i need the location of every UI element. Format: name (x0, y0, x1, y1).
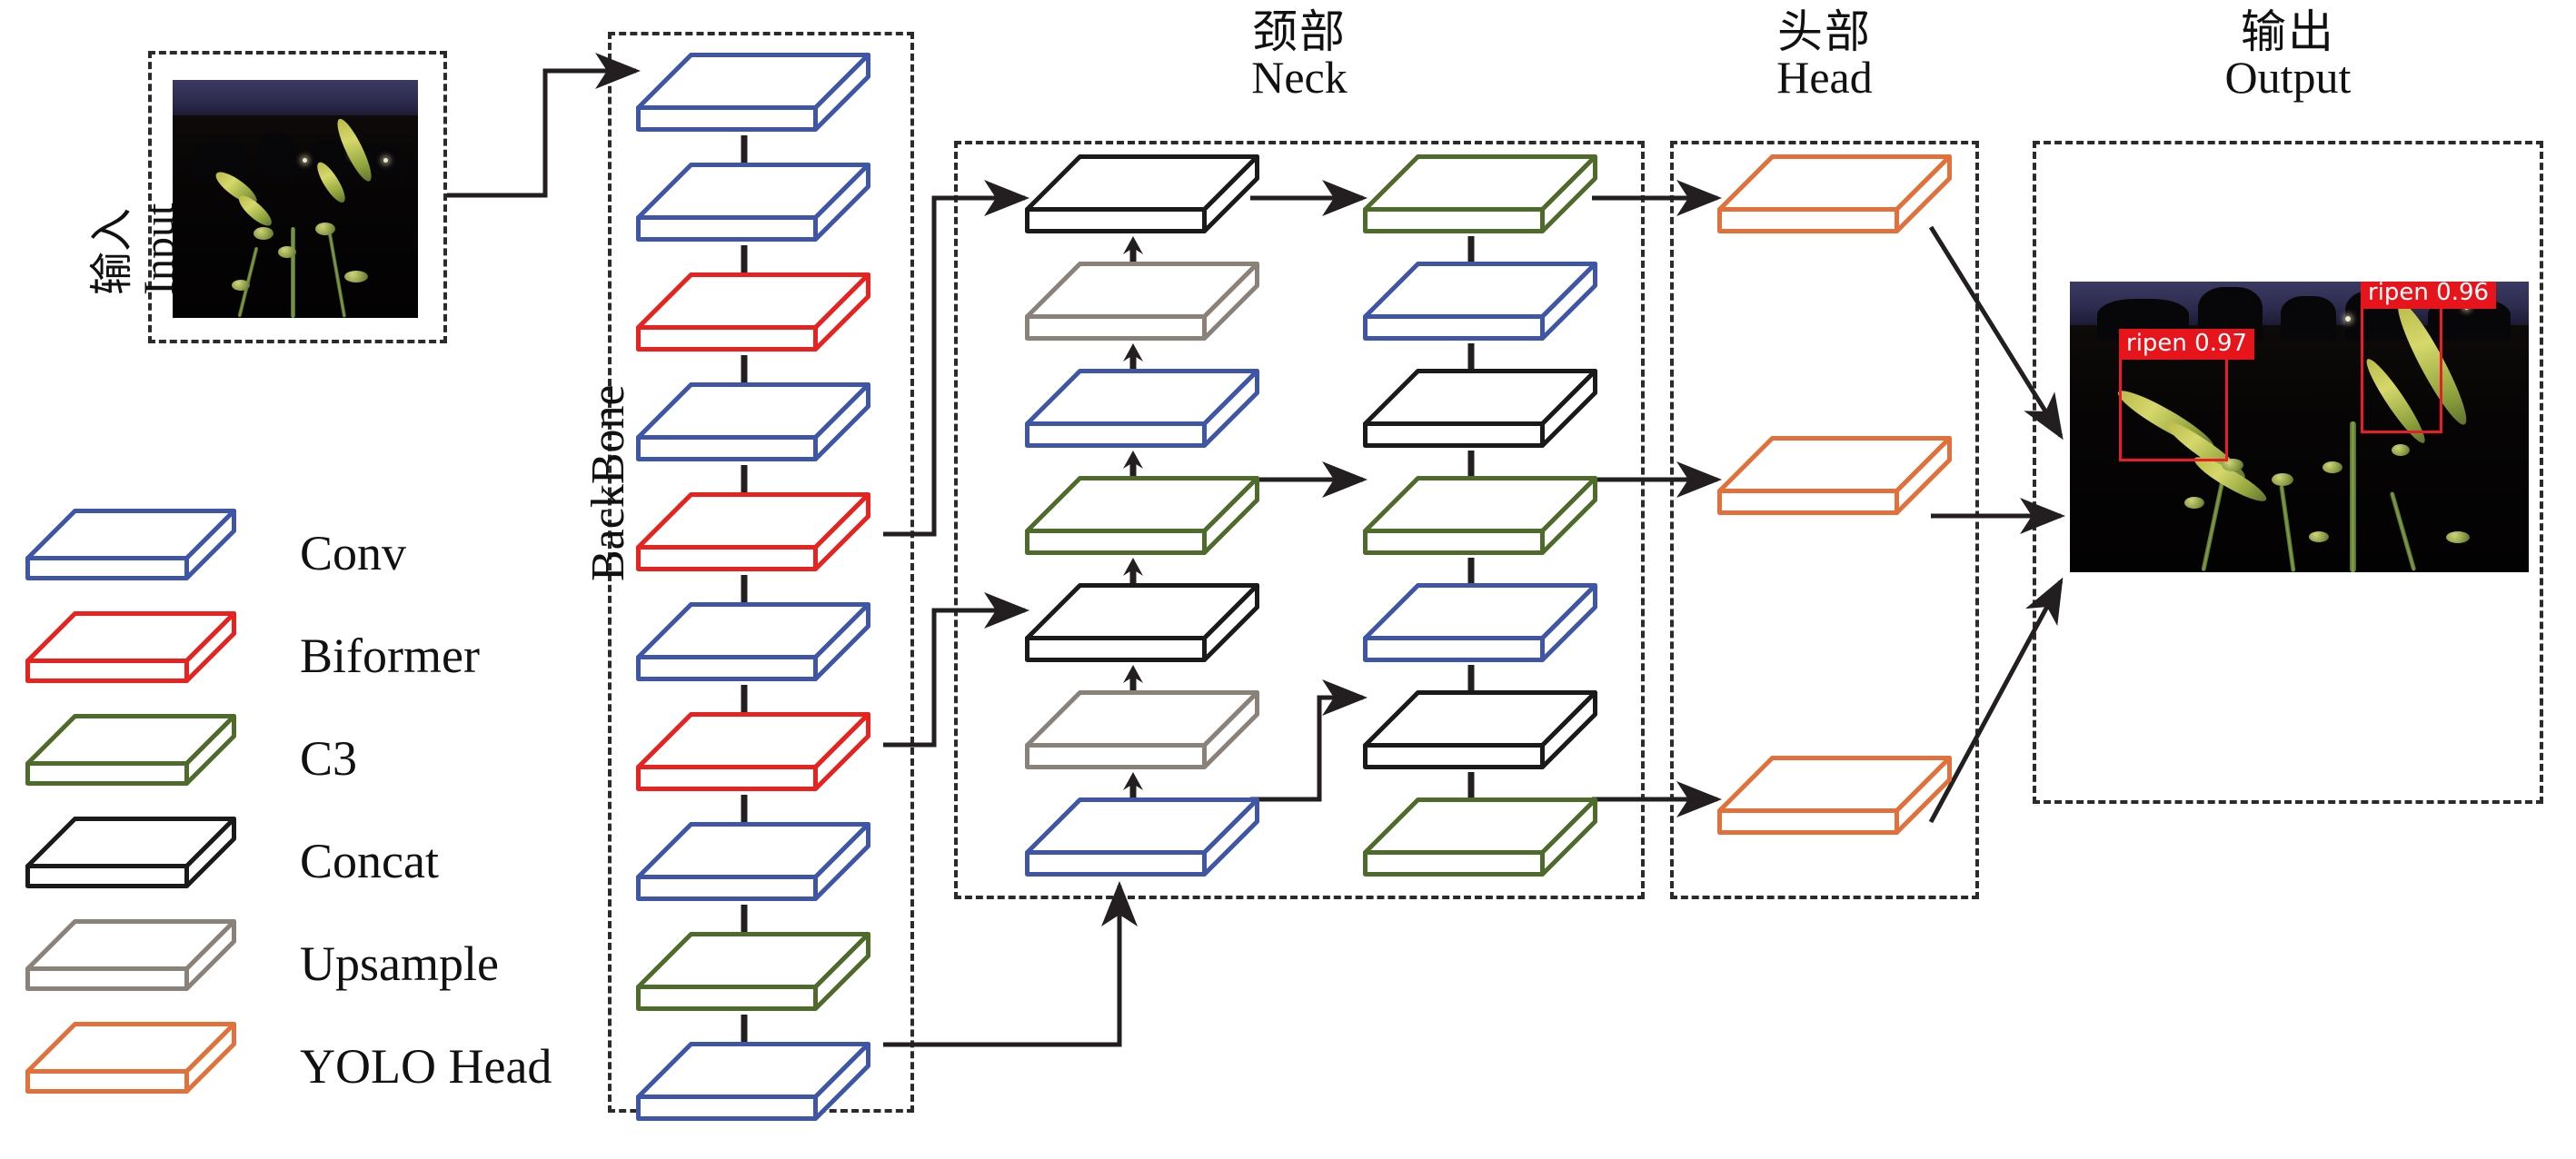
photo-bud-5 (231, 280, 250, 292)
input-panel (148, 51, 447, 343)
neck-title: 颈部 Neck (1172, 9, 1427, 100)
legend-swatch-conv (25, 509, 236, 580)
out-lamp-1 (2345, 316, 2351, 322)
head-block-2-yolo-head (1717, 756, 1952, 835)
legend-swatch-concat (25, 817, 236, 888)
legend-label-5: YOLO Head (300, 1039, 552, 1094)
photo-sky (173, 80, 418, 121)
legend-label-1: Biformer (300, 629, 480, 683)
detection-box-1 (2119, 352, 2228, 461)
input-label: 输入 (88, 207, 136, 295)
neck-right-block-6-c3 (1363, 797, 1597, 877)
legend-swatch-yolo-head (25, 1022, 236, 1094)
out-ground (2070, 325, 2529, 572)
backbone-block-7-conv (636, 822, 870, 901)
photo-bud-4 (344, 270, 368, 282)
legend-swatch-upsample (25, 919, 236, 991)
neck-right-block-0-c3 (1363, 154, 1597, 233)
out-ridge-3 (2281, 296, 2336, 340)
legend-label-2: C3 (300, 731, 358, 786)
neck-right-block-5-concat (1363, 690, 1597, 769)
backbone-block-8-c3 (636, 932, 870, 1011)
out-stem-main (2350, 421, 2357, 572)
backbone-block-2-biformer (636, 272, 870, 352)
backbone-block-5-conv (636, 602, 870, 681)
detection-label-2: ripen 0.96 (2361, 282, 2497, 309)
backbone-block-1-conv (636, 163, 870, 242)
output-title-en: Output (2224, 52, 2352, 103)
legend-swatch-biformer (25, 611, 236, 683)
photo-ridge-2 (255, 132, 295, 181)
output-title-cn: 输出 (2241, 6, 2335, 57)
neck-left-block-5-upsample (1025, 690, 1259, 769)
backbone-block-9-conv (636, 1042, 870, 1121)
detection-box-2 (2361, 302, 2442, 433)
output-panel (2033, 141, 2543, 804)
head-title: 头部 Head (1697, 9, 1952, 100)
photo-lamp-1 (303, 158, 308, 163)
output-photo: ripen 0.97 ripen 0.96 (2070, 282, 2529, 572)
out-bud-3 (2272, 473, 2294, 487)
photo-bud-2 (278, 246, 297, 259)
neck-right-block-3-c3 (1363, 476, 1597, 555)
photo-stem-main (290, 227, 295, 318)
head-title-en: Head (1776, 52, 1873, 103)
neck-title-cn: 颈部 (1252, 6, 1347, 57)
backbone-block-0-conv (636, 53, 870, 132)
out-bud-1 (2221, 459, 2243, 472)
arrow-backbone-to-neck-bottom (883, 881, 1138, 1047)
head-block-0-yolo-head (1717, 154, 1952, 233)
out-bud-4 (2322, 461, 2342, 474)
backbone-block-4-biformer (636, 492, 870, 571)
out-bud-5 (2391, 444, 2410, 457)
output-title: 输出 Output (2161, 9, 2415, 100)
out-bud-2 (2184, 496, 2205, 509)
neck-left-block-2-conv (1025, 369, 1259, 448)
input-label-cn: 输入 (88, 207, 136, 295)
neck-left-block-1-upsample (1025, 262, 1259, 341)
legend-label-0: Conv (300, 526, 407, 580)
neck-right-block-2-concat (1363, 369, 1597, 448)
neck-title-en: Neck (1251, 52, 1348, 103)
neck-left-block-0-concat (1025, 154, 1259, 233)
neck-left-block-6-conv (1025, 797, 1259, 877)
neck-right-block-4-conv (1363, 583, 1597, 662)
backbone-label: BackBone (582, 384, 634, 581)
input-photo (173, 80, 418, 318)
photo-lamp-3 (383, 158, 389, 163)
neck-left-block-3-c3 (1025, 476, 1259, 555)
detection-label-1: ripen 0.97 (2119, 329, 2255, 360)
photo-bud-1 (254, 227, 274, 241)
out-bud-7 (2308, 531, 2329, 543)
backbone-block-6-biformer (636, 712, 870, 791)
legend-label-4: Upsample (300, 936, 499, 991)
legend-label-3: Concat (300, 834, 439, 888)
photo-bud-3 (314, 223, 335, 236)
neck-left-block-4-concat (1025, 583, 1259, 662)
out-bud-6 (2446, 531, 2471, 544)
head-block-1-yolo-head (1717, 436, 1952, 515)
legend-swatch-c3 (25, 714, 236, 786)
backbone-label-wrap: BackBone (582, 384, 635, 581)
neck-right-block-1-conv (1363, 262, 1597, 341)
backbone-block-3-conv (636, 382, 870, 461)
head-title-cn: 头部 (1777, 6, 1872, 57)
head-panel (1670, 141, 1979, 899)
